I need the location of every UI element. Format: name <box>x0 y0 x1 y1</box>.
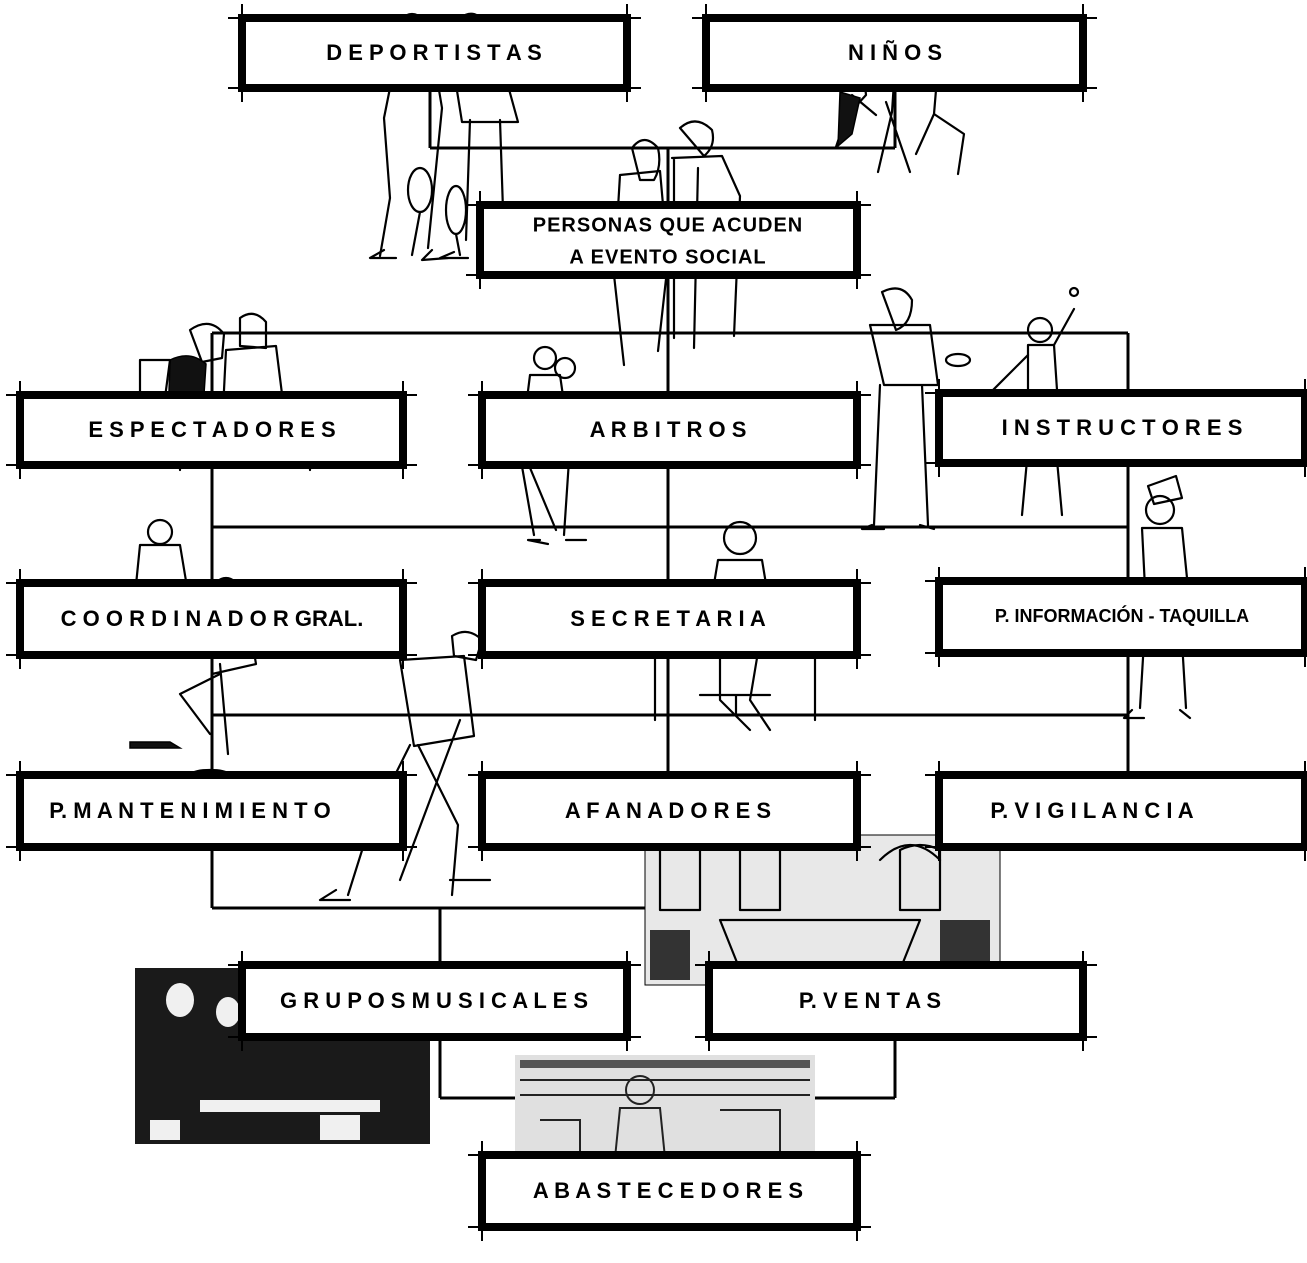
node-evento-social: PERSONAS QUE ACUDEN A EVENTO SOCIAL <box>476 201 861 279</box>
node-espectadores: E S P E C T A D O R E S <box>16 391 407 469</box>
maintenance-icon <box>318 630 492 902</box>
svg-text:G R U P O S M U S I C A L E: G R U P O S M U S I C A L E S <box>280 988 588 1013</box>
svg-text:N I Ñ O S: N I Ñ O S <box>848 40 942 65</box>
svg-text:A F A N A D O R E S: A F A N A D O R E S <box>565 798 771 823</box>
svg-text:D E P O R T I S T A S: D E P O R T I S T A S <box>326 40 542 65</box>
svg-text:A R B I T R O S: A R B I T R O S <box>590 417 747 442</box>
svg-text:E S P E C T A D O R E S: E S P E C T A D O R E S <box>88 417 335 442</box>
node-mantenimiento: P. M A N T E N I M I E N T O <box>16 771 407 851</box>
svg-text:I N S T R U C T O R E S: I N S T R U C T O R E S <box>1002 415 1243 440</box>
node-coordinador: C O O R D I N A D O R GRAL. <box>16 579 407 659</box>
node-vigilancia: P. V I G I L A N C I A <box>935 771 1307 851</box>
node-musicales: G R U P O S M U S I C A L E S <box>238 961 631 1041</box>
node-secretaria: S E C R E T A R I A <box>478 579 861 659</box>
svg-text:PERSONAS QUE ACUDEN: PERSONAS QUE ACUDEN <box>533 214 804 236</box>
drafting-tick-marks <box>6 4 1307 1241</box>
svg-text:A EVENTO SOCIAL: A EVENTO SOCIAL <box>569 246 766 268</box>
svg-text:C O O R D I N A D O R GRAL.: C O O R D I N A D O R GRAL. <box>61 606 364 631</box>
node-ninos: N I Ñ O S <box>702 14 1087 92</box>
svg-text:P. V I G I L A N C I A: P. V I G I L A N C I A <box>990 798 1193 823</box>
svg-text:P. V E N T A S: P. V E N T A S <box>799 988 941 1013</box>
connector-lines <box>210 90 1130 1155</box>
node-instructores: I N S T R U C T O R E S <box>935 389 1307 467</box>
restaurant-photo-icon <box>644 834 1001 986</box>
node-informacion: P. INFORMACIÓN - TAQUILLA <box>935 577 1307 657</box>
node-afanadores: A F A N A D O R E S <box>478 771 861 851</box>
svg-text:P. INFORMACIÓN - TAQUILLA: P. INFORMACIÓN - TAQUILLA <box>995 605 1249 626</box>
node-ventas: P. V E N T A S <box>705 961 1087 1041</box>
svg-text:A B A S T E C E D O R E S: A B A S T E C E D O R E S <box>533 1178 803 1203</box>
node-arbitros: A R B I T R O S <box>478 391 861 469</box>
node-deportistas: D E P O R T I S T A S <box>238 14 631 92</box>
svg-text:P. M A N T E N I M I E N T O: P. M A N T E N I M I E N T O <box>49 798 331 823</box>
node-abastecedores: A B A S T E C E D O R E S <box>478 1151 861 1231</box>
svg-text:S E C R E T A R I A: S E C R E T A R I A <box>570 606 766 631</box>
